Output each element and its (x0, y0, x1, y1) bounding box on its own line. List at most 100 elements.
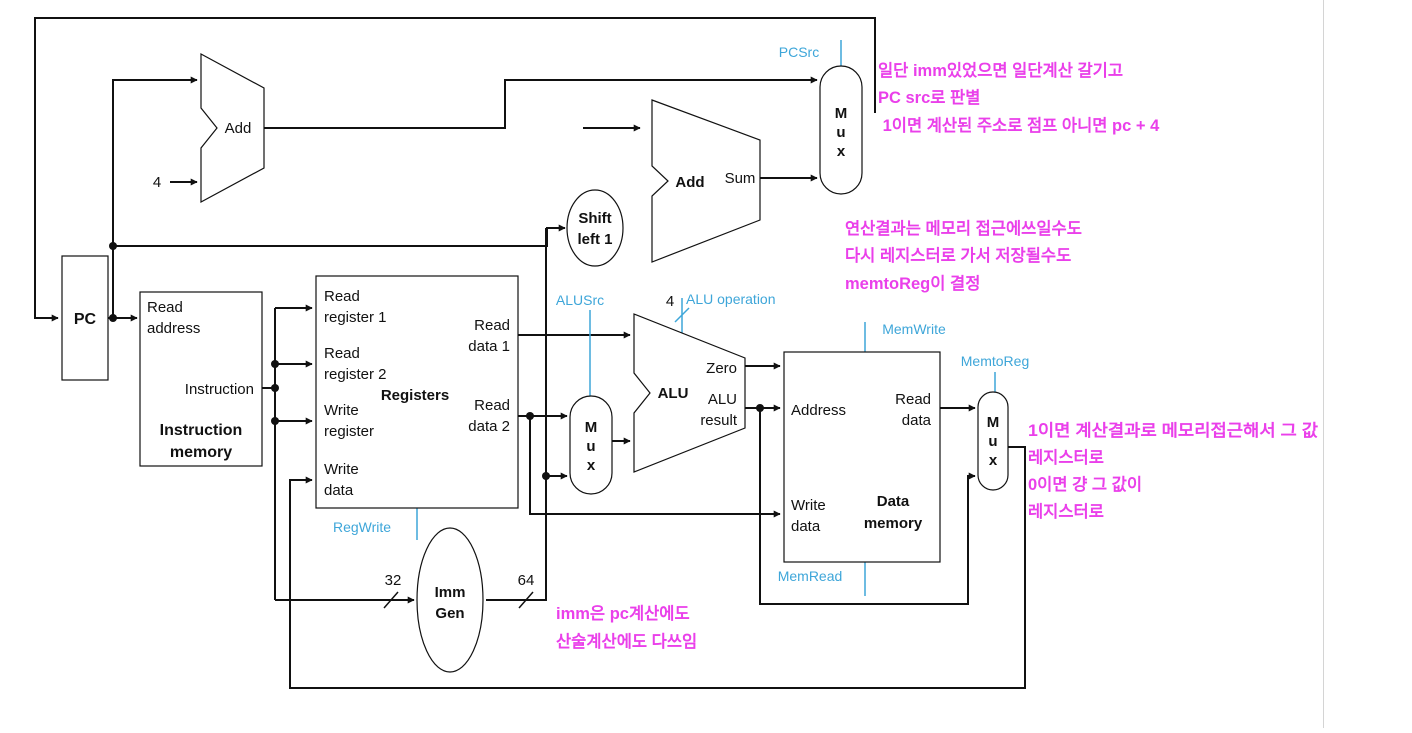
pc-to-branch-wire (113, 224, 566, 247)
pc-mux-letter-m: M (835, 105, 848, 122)
junction-dot (756, 404, 764, 412)
control-wires (416, 40, 996, 596)
note-pc-line-2: PC src로 판별 (878, 88, 980, 107)
sum-label: Sum (725, 170, 756, 187)
shift-label-1: Shift (578, 210, 611, 227)
rf-rr1-1: Read (324, 288, 360, 305)
alu-result-label-1: ALU (708, 391, 737, 408)
junction-dot (271, 417, 279, 425)
pc-adder-label: Add (225, 120, 252, 137)
memtoreg-label: MemtoReg (961, 353, 1029, 369)
wb-to-writedata-wire (289, 446, 1026, 689)
memwrite-label: MemWrite (882, 321, 946, 337)
dmem-title-2: memory (864, 515, 923, 532)
note-wb-line-4: 레지스터로 (1028, 502, 1104, 521)
data-memory (783, 351, 941, 563)
data-wires (34, 17, 1026, 689)
rf-wd-1: Write (324, 461, 359, 478)
alusrc-mux-letter-x: x (587, 457, 596, 474)
rf-rr2-1: Read (324, 345, 360, 362)
pc-to-add-wire (112, 76, 198, 318)
imem-title-1: Instruction (160, 422, 243, 439)
wb-mux-letter-x: x (989, 452, 998, 469)
note-imm-line-1: imm은 pc계산에도 (556, 604, 690, 623)
bits-64-label: 64 (518, 572, 535, 589)
regwrite-label: RegWrite (333, 519, 391, 535)
dmem-readdata-1: Read (895, 391, 931, 408)
aluresult-to-wbmux-wire (759, 408, 976, 605)
note-imm-line-2: 산술계산에도 다쓰임 (556, 631, 697, 651)
registers-title: Registers (381, 387, 449, 404)
junction-dot (271, 360, 279, 368)
annotation-imm: imm은 pc계산에도 산술계산에도 다쓰임 (556, 604, 697, 651)
right-margin-panel (1323, 0, 1412, 728)
instruction-memory (139, 291, 263, 467)
constant-four-label: 4 (153, 174, 161, 191)
rf-wr-2: register (324, 423, 374, 440)
imem-instruction-label: Instruction (185, 381, 254, 398)
branch-adder-label: Add (675, 174, 704, 191)
annotation-wb-mux: 1이면 계산결과로 메모리접근해서 그 값 레지스터로 0이면 걍 그 값이 레… (1028, 421, 1318, 521)
note-wb-line-3: 0이면 걍 그 값이 (1028, 475, 1142, 494)
pc-mux-letter-x: x (837, 143, 846, 160)
alu-operation-label: ALU operation (686, 291, 776, 307)
datapath-diagram: PC Read address Instruction Instruction … (34, 17, 1318, 689)
junction-dot (271, 384, 279, 392)
pc-adder (200, 52, 265, 204)
branch-adder (651, 99, 761, 263)
note-mem-line-2: 다시 레지스터로 가서 저장될수도 (845, 246, 1071, 265)
rd2-to-writedata-wire (529, 416, 781, 518)
alusrc-mux-letter-m: M (585, 419, 598, 436)
note-wb-line-1: 1이면 계산결과로 메모리접근해서 그 값 (1028, 421, 1318, 440)
note-mem-line-3: memtoReg이 결정 (845, 274, 980, 293)
note-mem-line-1: 연산결과는 메모리 접근에쓰일수도 (845, 219, 1082, 238)
rf-rd1-2: data 1 (468, 338, 510, 355)
junction-dot (526, 412, 534, 420)
note-wb-line-2: 레지스터로 (1028, 448, 1104, 467)
aluop-width-slash (674, 307, 690, 323)
bus-width-slash (383, 591, 399, 609)
bits-32-label: 32 (385, 572, 402, 589)
dmem-address-label: Address (791, 402, 846, 419)
alusrc-mux (569, 395, 613, 495)
alusrc-label: ALUSrc (556, 292, 604, 308)
rf-rr2-2: register 2 (324, 366, 387, 383)
memread-label: MemRead (778, 568, 843, 584)
dmem-writedata-1: Write (791, 497, 826, 514)
wb-mux-letter-u: u (988, 433, 997, 450)
bus-width-slash (518, 591, 534, 609)
pc-mux-letter-u: u (836, 124, 845, 141)
dmem-writedata-2: data (791, 518, 821, 535)
shift-label-2: left 1 (577, 231, 612, 248)
junction-dot (109, 242, 117, 250)
alu-zero-label: Zero (706, 360, 737, 377)
wb-mux-letter-m: M (987, 414, 1000, 431)
rf-wd-2: data (324, 482, 354, 499)
annotation-pc-mux: 일단 imm있었으면 일단계산 갈기고 PC src로 판별 1이면 계산된 주… (878, 60, 1160, 135)
rf-rd2-2: data 2 (468, 418, 510, 435)
dmem-readdata-2: data (902, 412, 932, 429)
junction-dot (542, 472, 550, 480)
annotation-memtoreg: 연산결과는 메모리 접근에쓰일수도 다시 레지스터로 가서 저장될수도 memt… (845, 219, 1082, 293)
rf-rr1-2: register 1 (324, 309, 387, 326)
imm-to-mux-wire (486, 472, 568, 601)
note-pc-line-1: 일단 imm있었으면 일단계산 갈기고 (878, 60, 1123, 80)
pc-mux-to-pc-wire (34, 17, 876, 322)
immgen-label-1: Imm (435, 584, 466, 601)
alusrc-mux-letter-u: u (586, 438, 595, 455)
add-to-mux-wire (264, 76, 818, 129)
register-file (315, 275, 519, 509)
alu-result-label-2: result (700, 412, 738, 429)
imem-read-address-label-2: address (147, 320, 200, 337)
rf-wr-1: Write (324, 402, 359, 419)
imem-title-2: memory (170, 444, 232, 461)
dmem-title-1: Data (877, 493, 910, 510)
alu (633, 313, 746, 473)
shift-left-unit (566, 189, 624, 267)
alu-four-label: 4 (666, 293, 674, 310)
junction-dot (109, 314, 117, 322)
immgen-label-2: Gen (435, 605, 464, 622)
pc-label: PC (74, 311, 97, 328)
rf-rd2-1: Read (474, 397, 510, 414)
